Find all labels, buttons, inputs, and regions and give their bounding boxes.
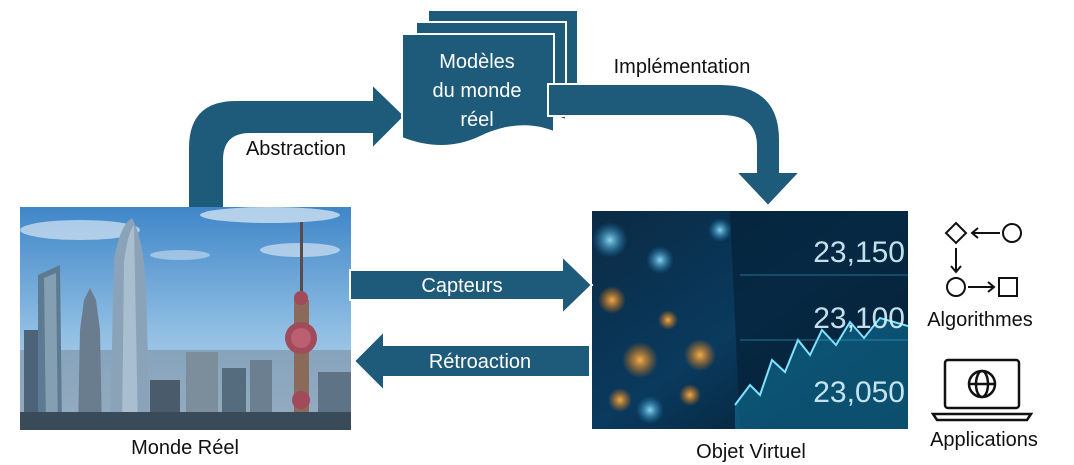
algorithm-flow-icon — [944, 221, 1022, 297]
models-label-line3: réel — [460, 109, 493, 131]
abstraction-arrow — [187, 81, 407, 210]
feedback-label: Rétroaction — [429, 351, 531, 373]
models-document-stack — [401, 9, 579, 147]
sensors-arrow — [349, 253, 594, 317]
abstraction-label: Abstraction — [246, 138, 346, 160]
sensors-label: Capteurs — [421, 275, 502, 297]
real-world-label: Monde Réel — [131, 437, 239, 459]
models-label-line1: Modèles — [439, 51, 515, 73]
virtual-object-label: Objet Virtuel — [696, 441, 806, 463]
real-world-image — [20, 207, 351, 430]
laptop-globe-icon — [930, 358, 1034, 422]
virtual-object-image: 23,150 23,100 23,050 — [592, 211, 908, 429]
models-label-line2: du monde — [433, 80, 522, 102]
ticker-value-2: 23,100 — [813, 302, 905, 335]
algorithms-label: Algorithmes — [927, 309, 1033, 331]
implementation-arrow — [547, 83, 803, 208]
ticker-value-1: 23,150 — [813, 236, 905, 269]
ticker-value-3: 23,050 — [813, 376, 905, 409]
implementation-label: Implémentation — [614, 56, 751, 78]
applications-label: Applications — [930, 429, 1038, 451]
feedback-arrow — [352, 328, 591, 394]
